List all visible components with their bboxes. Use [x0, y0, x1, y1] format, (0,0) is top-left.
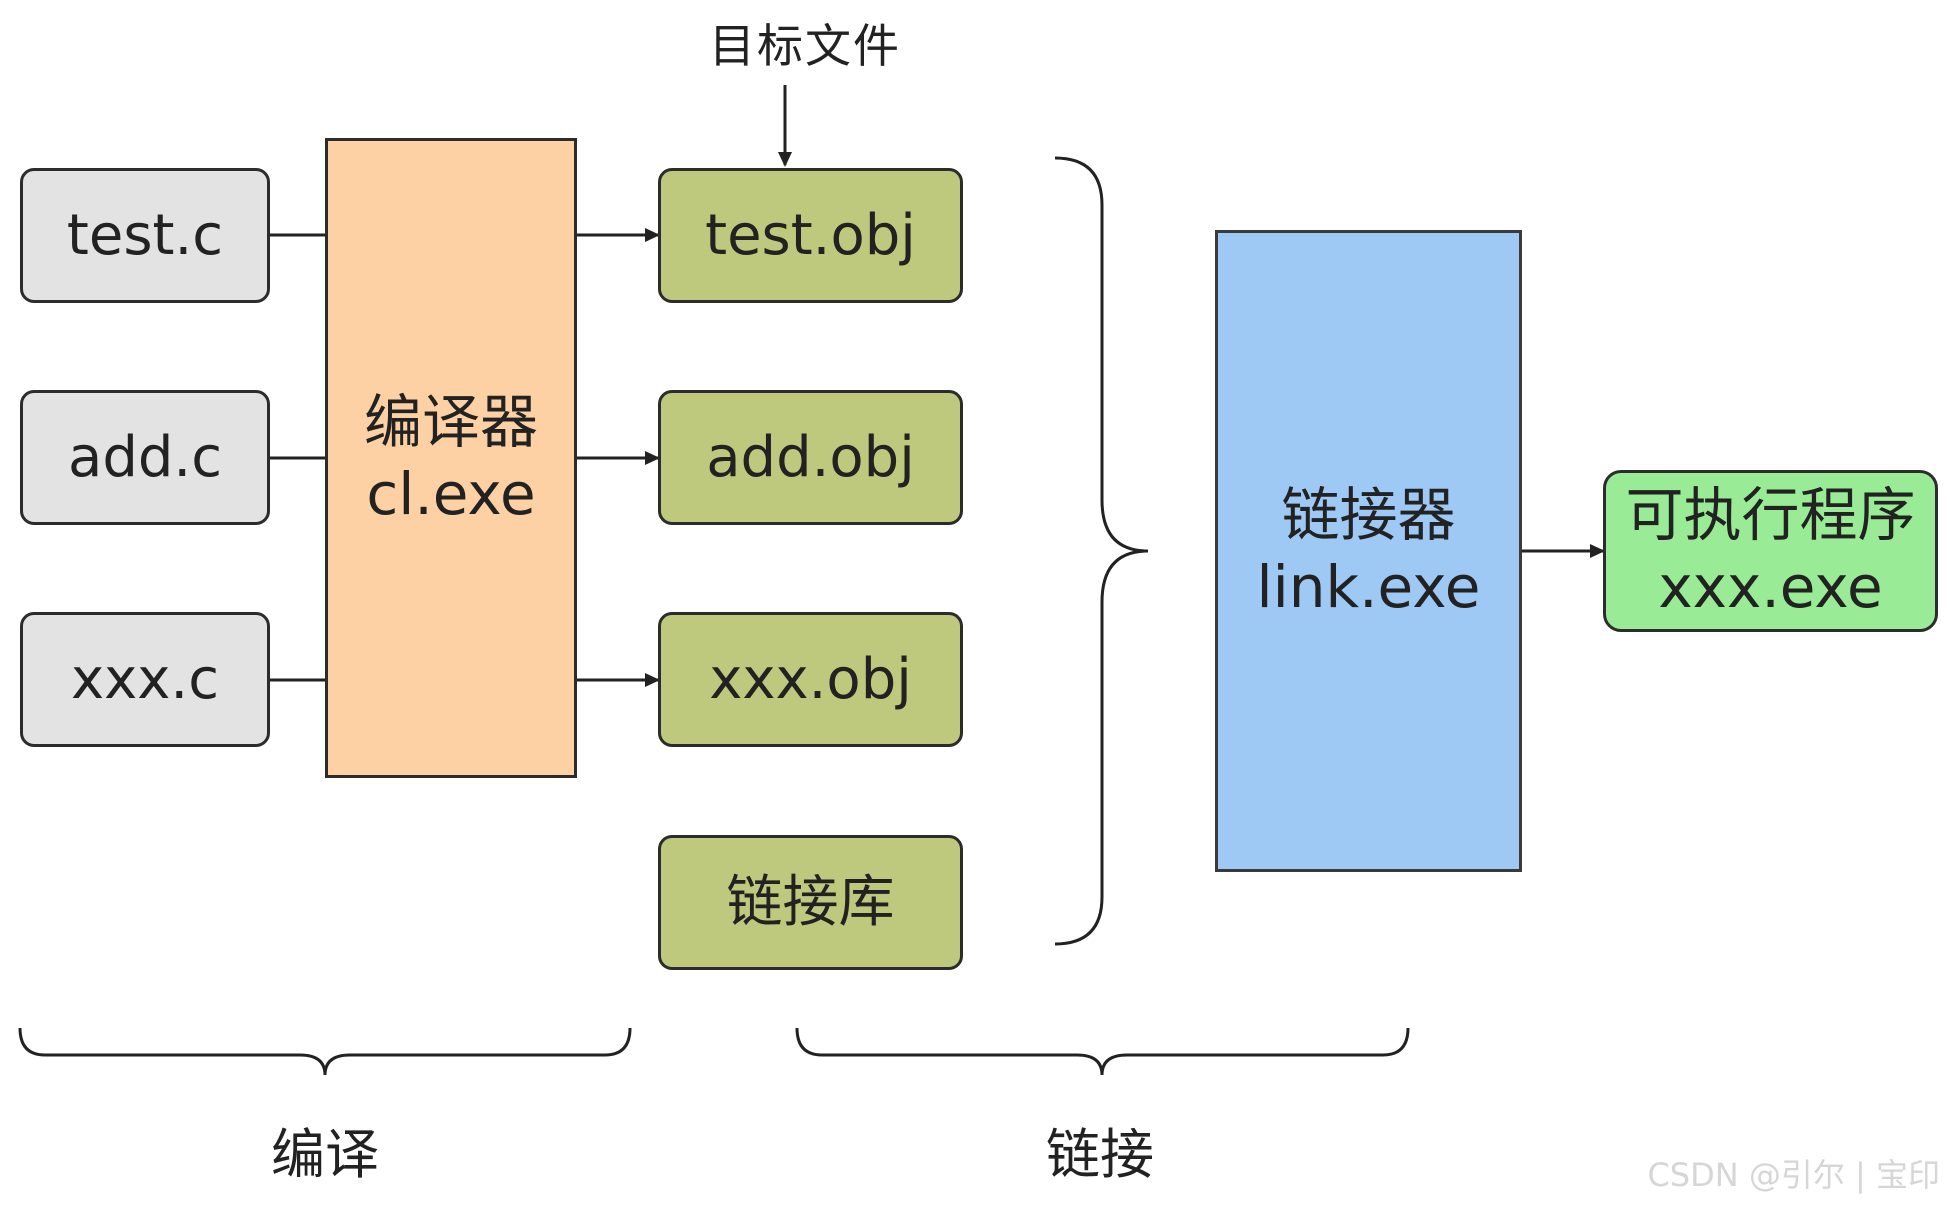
- object-file-label: xxx.obj: [709, 646, 912, 712]
- linker-exe: link.exe: [1256, 553, 1481, 621]
- compile-phase-label: 编译: [271, 1123, 379, 1186]
- watermark: CSDN @引尔 | 宝印: [1647, 1156, 1940, 1194]
- object-file-xxx-obj: xxx.obj: [658, 612, 963, 747]
- executable-output-box: 可执行程序 xxx.exe: [1603, 470, 1938, 632]
- link-phase-label: 链接: [1046, 1123, 1154, 1186]
- target-file-annotation: 目标文件: [709, 19, 901, 73]
- source-file-test-c: test.c: [20, 168, 270, 303]
- object-file-add-obj: add.obj: [658, 390, 963, 525]
- executable-exe: xxx.exe: [1658, 553, 1883, 621]
- source-file-label: xxx.c: [70, 646, 219, 712]
- executable-name: 可执行程序: [1625, 480, 1916, 549]
- compiler-name: 编译器: [363, 387, 538, 456]
- link-library-box: 链接库: [658, 835, 963, 970]
- brace-compile-phase: [18, 1027, 632, 1076]
- linker-box: 链接器 link.exe: [1215, 230, 1522, 872]
- compiler-exe: cl.exe: [366, 460, 536, 528]
- source-file-add-c: add.c: [20, 390, 270, 525]
- object-file-test-obj: test.obj: [658, 168, 963, 303]
- source-file-label: add.c: [68, 424, 222, 490]
- source-file-label: test.c: [66, 202, 224, 268]
- brace-link-phase: [795, 1027, 1410, 1076]
- source-file-xxx-c: xxx.c: [20, 612, 270, 747]
- brace-objects: [1054, 156, 1149, 946]
- compiler-box: 编译器 cl.exe: [325, 138, 577, 778]
- link-library-label: 链接库: [726, 869, 895, 935]
- linker-name: 链接器: [1281, 480, 1456, 549]
- object-file-label: test.obj: [705, 202, 916, 268]
- object-file-label: add.obj: [706, 424, 915, 490]
